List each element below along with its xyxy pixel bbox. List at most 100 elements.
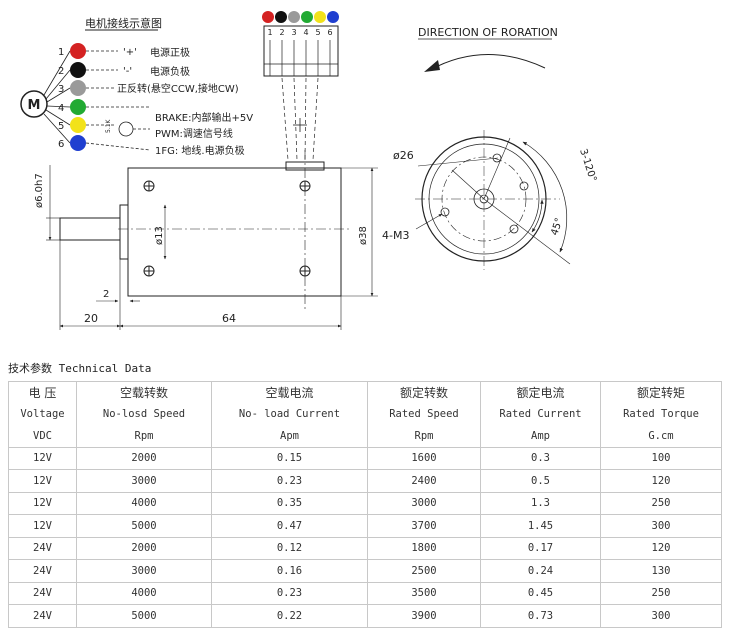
connector-green-dot [301, 11, 313, 23]
motor-symbol-label: M [28, 98, 41, 113]
connector-yellow-dot [314, 11, 326, 23]
connector-gray-dot [288, 11, 300, 23]
table-cell: 100 [600, 446, 722, 470]
table-row: 12V 3000 0.23 2400 0.5 120 [8, 469, 722, 493]
body-length-label: 64 [222, 312, 236, 325]
connector-black-dot [275, 11, 287, 23]
header-row-units: VDC Rpm Apm Rpm Amp G.cm [8, 425, 722, 448]
resistor-label: 5.1K [105, 118, 112, 133]
table-cell: 130 [600, 559, 722, 583]
body-diameter-label: ø38 [358, 226, 369, 245]
wire-1-desc: 电源正极 [150, 46, 190, 59]
header-row-english: Voltage No-losd Speed No- load Current R… [8, 403, 722, 425]
table-cell: 3900 [367, 604, 481, 628]
wire-1-red-dot [70, 43, 86, 59]
table-row: 24V 3000 0.16 2500 0.24 130 [8, 559, 722, 583]
connector: 1 2 3 4 5 6 [262, 11, 339, 161]
table-cell: 3500 [367, 581, 481, 605]
svg-text:4: 4 [303, 28, 308, 37]
table-cell: 0.23 [211, 581, 368, 605]
column-unit: G.cm [600, 425, 722, 448]
wire-6-desc: 1FG: 地线.电源负极 [155, 144, 245, 157]
angle-45-label: 45° [549, 217, 565, 237]
column-header: 空载转数 [76, 381, 212, 404]
wire-5-desc: PWM:调速信号线 [155, 127, 233, 140]
column-header: No- load Current [211, 403, 368, 425]
table-row: 12V 4000 0.35 3000 1.3 250 [8, 491, 722, 515]
table-row: 24V 4000 0.23 3500 0.45 250 [8, 581, 722, 605]
bolt-circle-label: ø26 [393, 149, 414, 162]
motor-end-view: DIRECTION OF RORATION [415, 26, 571, 270]
table-cell: 2400 [367, 469, 481, 493]
column-header: 额定转矩 [600, 381, 722, 404]
direction-label: DIRECTION OF RORATION [418, 26, 558, 39]
table-cell: 24V [8, 581, 77, 605]
shaft-diameter-label: ø6.0h7 [34, 173, 45, 208]
table-cell: 5000 [76, 604, 212, 628]
wire-4-number: 4 [58, 103, 64, 114]
table-cell: 5000 [76, 514, 212, 538]
table-cell: 0.22 [211, 604, 368, 628]
table-cell: 0.23 [211, 469, 368, 493]
connector-red-dot [262, 11, 274, 23]
column-unit: Apm [211, 425, 368, 448]
wire-6-number: 6 [58, 139, 64, 150]
column-unit: VDC [8, 425, 77, 448]
column-header: 额定电流 [480, 381, 601, 404]
wire-1-mark: '+' [123, 47, 137, 58]
table-cell: 12V [8, 446, 77, 470]
svg-text:1: 1 [267, 28, 272, 37]
table-cell: 3000 [76, 469, 212, 493]
wire-5-number: 5 [58, 121, 64, 132]
wire-6-blue-dot [70, 135, 86, 151]
angle-120-label: 3-120° [577, 148, 598, 184]
table-cell: 12V [8, 469, 77, 493]
table-cell: 24V [8, 536, 77, 560]
table-cell: 0.73 [480, 604, 601, 628]
column-header: Rated Speed [367, 403, 481, 425]
column-header: 空载电流 [211, 381, 368, 404]
table-cell: 0.47 [211, 514, 368, 538]
motor-technical-drawing: 电机接线示意图 M 1 '+' 电源正极 2 '-' 电源负极 3 [20, 11, 598, 330]
end-screw-holes [440, 153, 529, 234]
table-cell: 250 [600, 491, 722, 515]
table-cell: 3700 [367, 514, 481, 538]
svg-text:6: 6 [327, 28, 332, 37]
table-cell: 2000 [76, 536, 212, 560]
column-unit: Rpm [76, 425, 212, 448]
shaft-length-label: 20 [84, 312, 98, 325]
column-header: Voltage [8, 403, 77, 425]
wiring-title: 电机接线示意图 [85, 16, 162, 30]
table-cell: 1.45 [480, 514, 601, 538]
table-cell: 0.17 [480, 536, 601, 560]
table-cell: 4000 [76, 581, 212, 605]
column-header: Rated Current [480, 403, 601, 425]
wire-2-desc: 电源负极 [150, 65, 190, 78]
connector-blue-dot [327, 11, 339, 23]
table-cell: 12V [8, 491, 77, 515]
wire-3-gray-dot [70, 80, 86, 96]
wire-3-desc: 正反转(悬空CCW,接地CW) [117, 82, 239, 95]
wire-4-green-dot [70, 99, 86, 115]
table-cell: 1600 [367, 446, 481, 470]
table-row: 24V 2000 0.12 1800 0.17 120 [8, 536, 722, 560]
table-cell: 0.3 [480, 446, 601, 470]
wire-1-number: 1 [58, 47, 64, 58]
motor-symbol: M [20, 90, 48, 118]
technical-data-table: 电 压 空载转数 空载电流 额定转数 额定电流 额定转矩 Voltage No-… [8, 381, 722, 628]
table-cell: 3000 [367, 491, 481, 515]
table-cell: 0.15 [211, 446, 368, 470]
boss-diameter-label: ø13 [154, 226, 165, 245]
wire-3-number: 3 [58, 84, 64, 95]
table-cell: 0.12 [211, 536, 368, 560]
side-screw-holes [143, 180, 311, 277]
motor-side-view [59, 150, 350, 310]
svg-text:2: 2 [279, 28, 284, 37]
step-label: 2 [103, 289, 109, 300]
column-unit: Rpm [367, 425, 481, 448]
table-cell: 120 [600, 469, 722, 493]
technical-data-title: 技术参数 Technical Data [8, 362, 152, 375]
header-row-chinese: 电 压 空载转数 空载电流 额定转数 额定电流 额定转矩 [8, 381, 722, 404]
table-cell: 24V [8, 559, 77, 583]
table-cell: 120 [600, 536, 722, 560]
